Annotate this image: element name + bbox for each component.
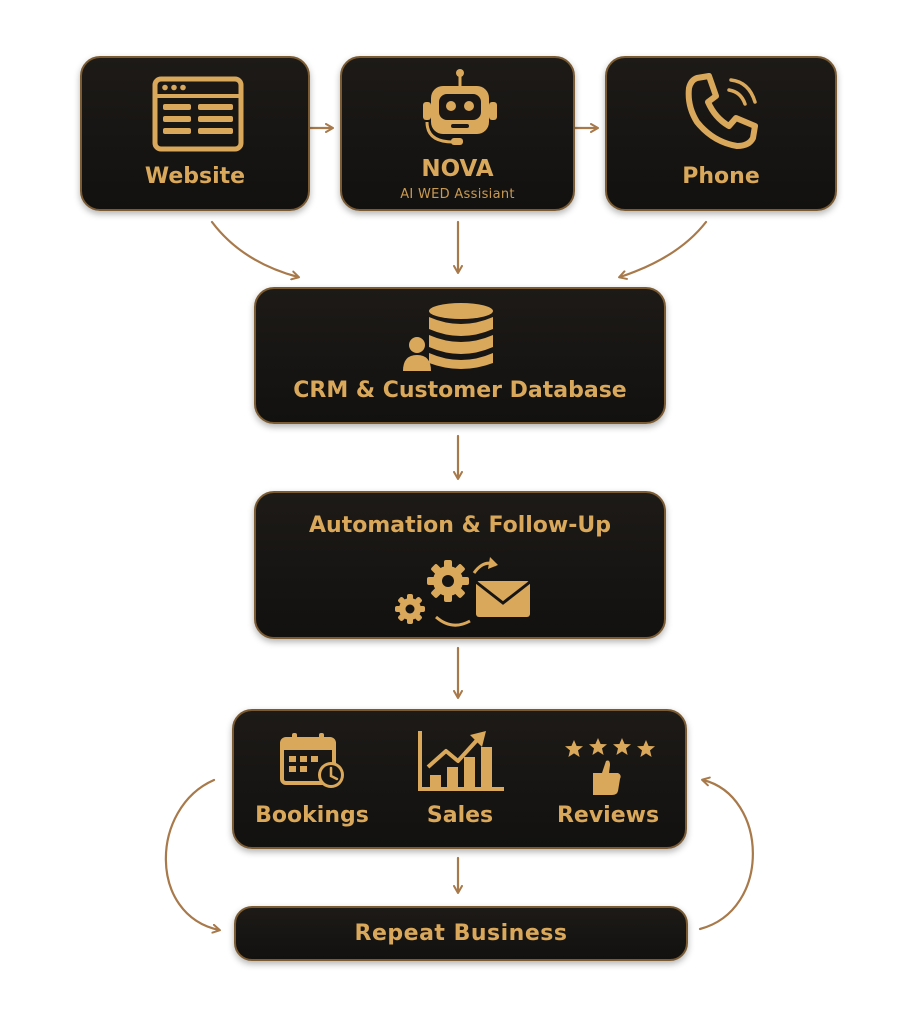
bookings-label: Bookings bbox=[255, 803, 369, 828]
reviews-label: Reviews bbox=[556, 803, 660, 828]
automation-label: Automation & Follow-Up bbox=[309, 513, 611, 538]
sales-item: Sales bbox=[385, 711, 535, 851]
website-node: Website bbox=[80, 56, 310, 211]
repeat-business-node: Repeat Business bbox=[234, 906, 688, 961]
database-user-icon bbox=[401, 301, 501, 373]
repeat-business-label: Repeat Business bbox=[354, 921, 568, 946]
gears-envelope-icon bbox=[388, 551, 538, 631]
reviews-item: Reviews bbox=[533, 711, 683, 851]
calendar-clock-icon bbox=[279, 731, 349, 791]
browser-window-icon bbox=[152, 76, 244, 152]
bar-chart-growth-icon bbox=[416, 729, 506, 793]
arrow-website-to-crm bbox=[210, 220, 300, 281]
bookings-item: Bookings bbox=[237, 711, 387, 851]
phone-label: Phone bbox=[682, 164, 760, 189]
arrow-loop-right bbox=[698, 776, 754, 931]
website-label: Website bbox=[144, 164, 246, 189]
robot-icon bbox=[417, 66, 503, 148]
nova-sublabel: AI WED Assisiant bbox=[400, 187, 515, 202]
outcomes-node: Bookings Sales bbox=[232, 709, 687, 849]
phone-icon bbox=[683, 70, 767, 150]
arrow-phone-to-crm bbox=[618, 220, 708, 280]
automation-node: Automation & Follow-Up bbox=[254, 491, 666, 639]
nova-node: NOVA AI WED Assisiant bbox=[340, 56, 575, 211]
crm-label: CRM & Customer Database bbox=[293, 378, 627, 403]
arrow-loop-left bbox=[164, 778, 221, 934]
nova-label: NOVA bbox=[421, 156, 494, 182]
sales-label: Sales bbox=[426, 803, 494, 828]
stars-thumbs-up-icon bbox=[562, 737, 658, 799]
phone-node: Phone bbox=[605, 56, 837, 211]
crm-node: CRM & Customer Database bbox=[254, 287, 666, 424]
